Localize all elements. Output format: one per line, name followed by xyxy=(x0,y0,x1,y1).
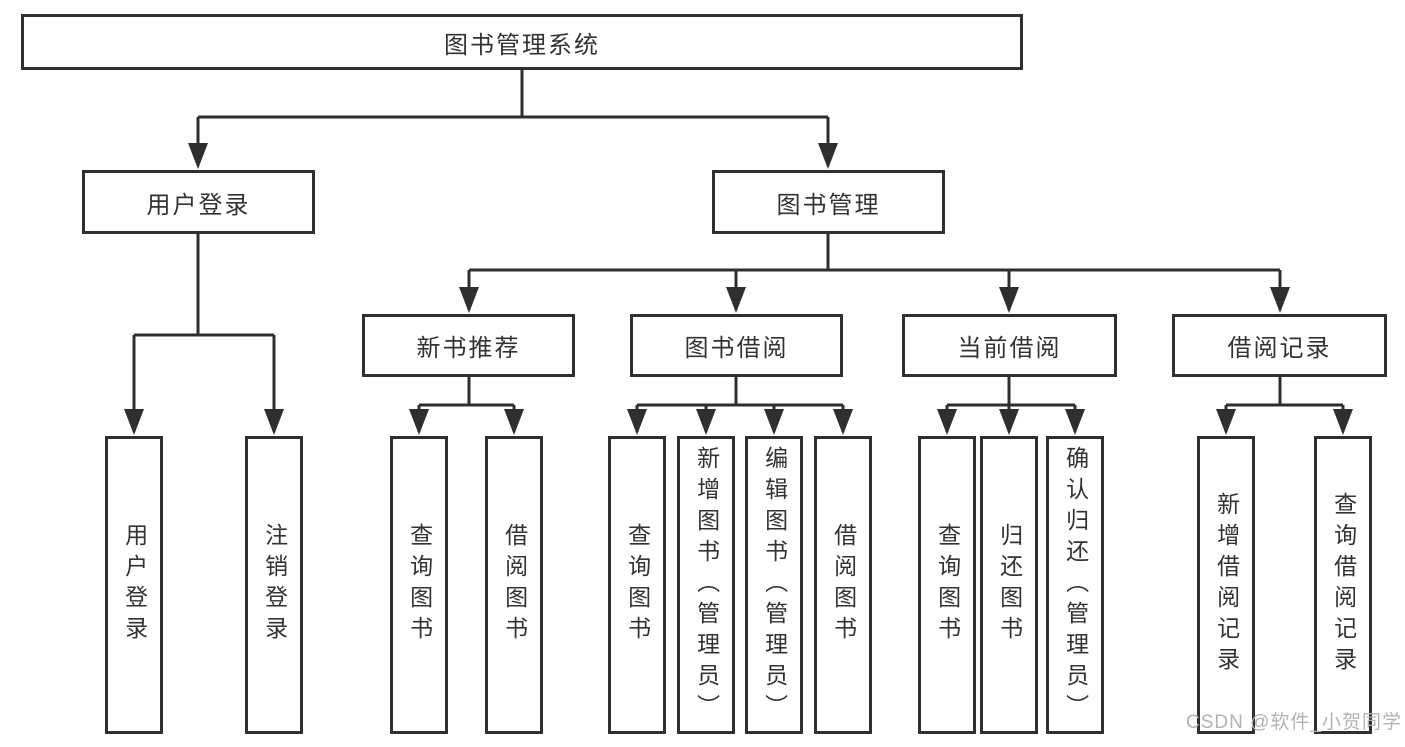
arrowhead-down-icon xyxy=(124,409,144,435)
connector-line xyxy=(132,234,276,432)
arrowhead-down-icon xyxy=(409,409,429,435)
node-root-system: 图书管理系统 xyxy=(21,14,1023,70)
connector-book-borrow-to-leaves xyxy=(627,377,853,435)
node-user-login: 用户登录 xyxy=(82,170,315,234)
leaf-borrow-books-recommend: 借阅图书 xyxy=(485,436,543,734)
arrowhead-down-icon xyxy=(627,409,647,435)
connector-borrow-records-to-leaves xyxy=(1216,377,1353,435)
arrowhead-down-icon xyxy=(459,287,479,313)
arrowhead-down-icon xyxy=(504,409,524,435)
connector-line xyxy=(1224,377,1345,432)
arrowhead-down-icon xyxy=(726,287,746,313)
connector-line xyxy=(196,70,830,166)
node-book-management: 图书管理 xyxy=(712,170,945,234)
connector-line xyxy=(467,234,1282,310)
connector-new-book-recommend-to-leaves xyxy=(409,377,524,435)
connector-book-management-to-level3 xyxy=(459,234,1290,313)
csdn-watermark: CSDN @软件_小贺同学 xyxy=(1186,712,1402,733)
arrowhead-down-icon xyxy=(696,409,716,435)
leaf-query-books-recommend: 查询图书 xyxy=(390,436,448,734)
arrowhead-down-icon xyxy=(999,287,1019,313)
leaf-logout: 注销登录 xyxy=(245,436,303,734)
connector-current-borrow-to-leaves xyxy=(937,377,1085,435)
node-new-book-recommend: 新书推荐 xyxy=(362,314,575,377)
leaf-edit-books-admin: 编辑图书（管理员） xyxy=(745,436,803,734)
leaf-user-login: 用户登录 xyxy=(105,436,163,734)
arrowhead-down-icon xyxy=(764,409,784,435)
leaf-query-borrow-record: 查询借阅记录 xyxy=(1314,436,1372,734)
arrowhead-down-icon xyxy=(1065,409,1085,435)
arrowhead-down-icon xyxy=(1333,409,1353,435)
leaf-query-books-borrow: 查询图书 xyxy=(608,436,666,734)
leaf-add-borrow-record: 新增借阅记录 xyxy=(1197,436,1255,734)
arrowhead-down-icon xyxy=(999,409,1019,435)
arrowhead-down-icon xyxy=(833,409,853,435)
arrowhead-down-icon xyxy=(937,409,957,435)
node-book-borrow: 图书借阅 xyxy=(630,314,843,377)
leaf-borrow-books: 借阅图书 xyxy=(814,436,872,734)
leaf-confirm-return-admin: 确认归还（管理员） xyxy=(1046,436,1104,734)
connector-line xyxy=(635,377,845,432)
arrowhead-down-icon xyxy=(818,143,838,169)
connector-root-to-level2 xyxy=(188,70,838,169)
leaf-query-books-current: 查询图书 xyxy=(918,436,976,734)
connector-user-login-to-leaves xyxy=(124,234,284,435)
arrowhead-down-icon xyxy=(1216,409,1236,435)
node-borrow-records: 借阅记录 xyxy=(1172,314,1387,377)
arrowhead-down-icon xyxy=(188,143,208,169)
arrowhead-down-icon xyxy=(1270,287,1290,313)
connector-line xyxy=(417,377,516,432)
leaf-add-books-admin: 新增图书（管理员） xyxy=(677,436,735,734)
node-current-borrow: 当前借阅 xyxy=(902,314,1117,377)
leaf-return-books: 归还图书 xyxy=(980,436,1038,734)
arrowhead-down-icon xyxy=(264,409,284,435)
